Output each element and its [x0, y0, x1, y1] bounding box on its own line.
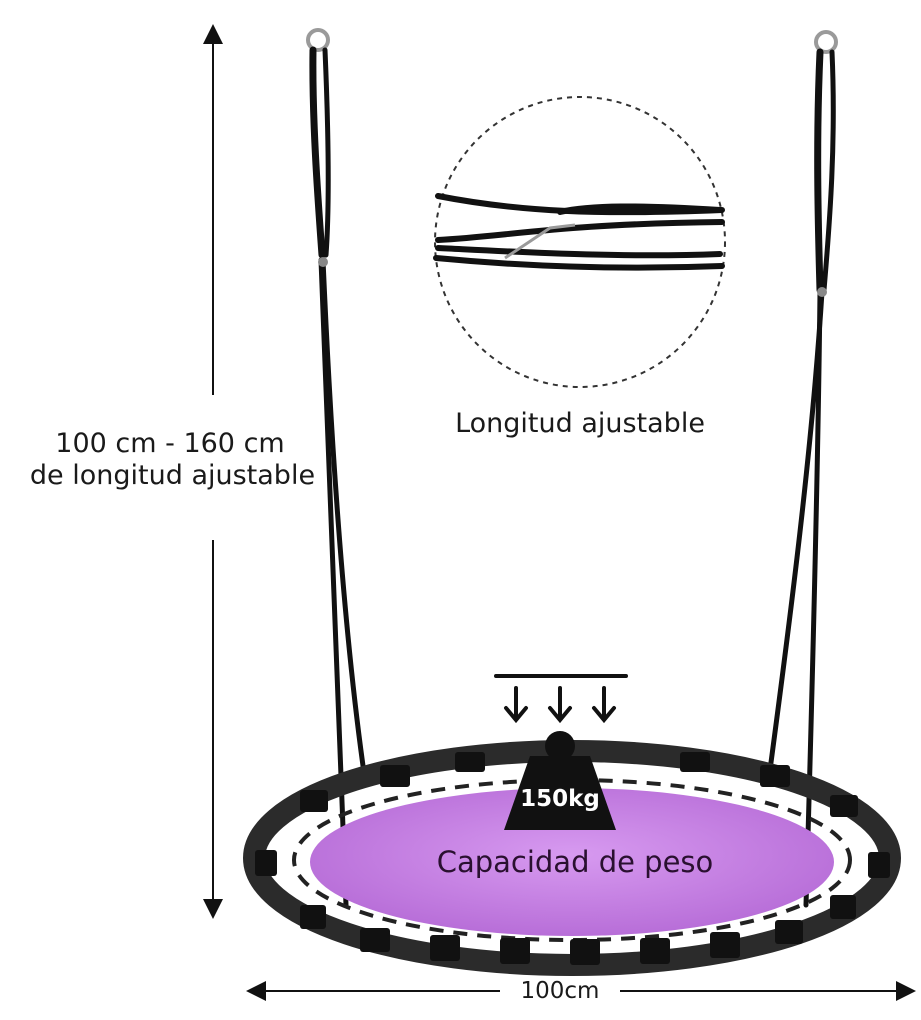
right-rope: [767, 48, 836, 908]
left-rope: [309, 46, 368, 908]
width-label: 100cm: [500, 978, 620, 1004]
weight-icon: [504, 731, 616, 830]
down-arrow-icon: [494, 674, 628, 724]
swing-seat: [243, 740, 901, 976]
weight-value: 150kg: [520, 786, 600, 812]
detail-caption: Longitud ajustable: [455, 408, 705, 439]
ring-icon: [306, 28, 838, 54]
height-range-label: 100 cm - 160 cm: [55, 428, 285, 459]
detail-zoom-circle: [433, 96, 726, 388]
capacity-label: Capacidad de peso: [436, 845, 714, 879]
height-adjustable-label: de longitud ajustable: [29, 460, 316, 491]
